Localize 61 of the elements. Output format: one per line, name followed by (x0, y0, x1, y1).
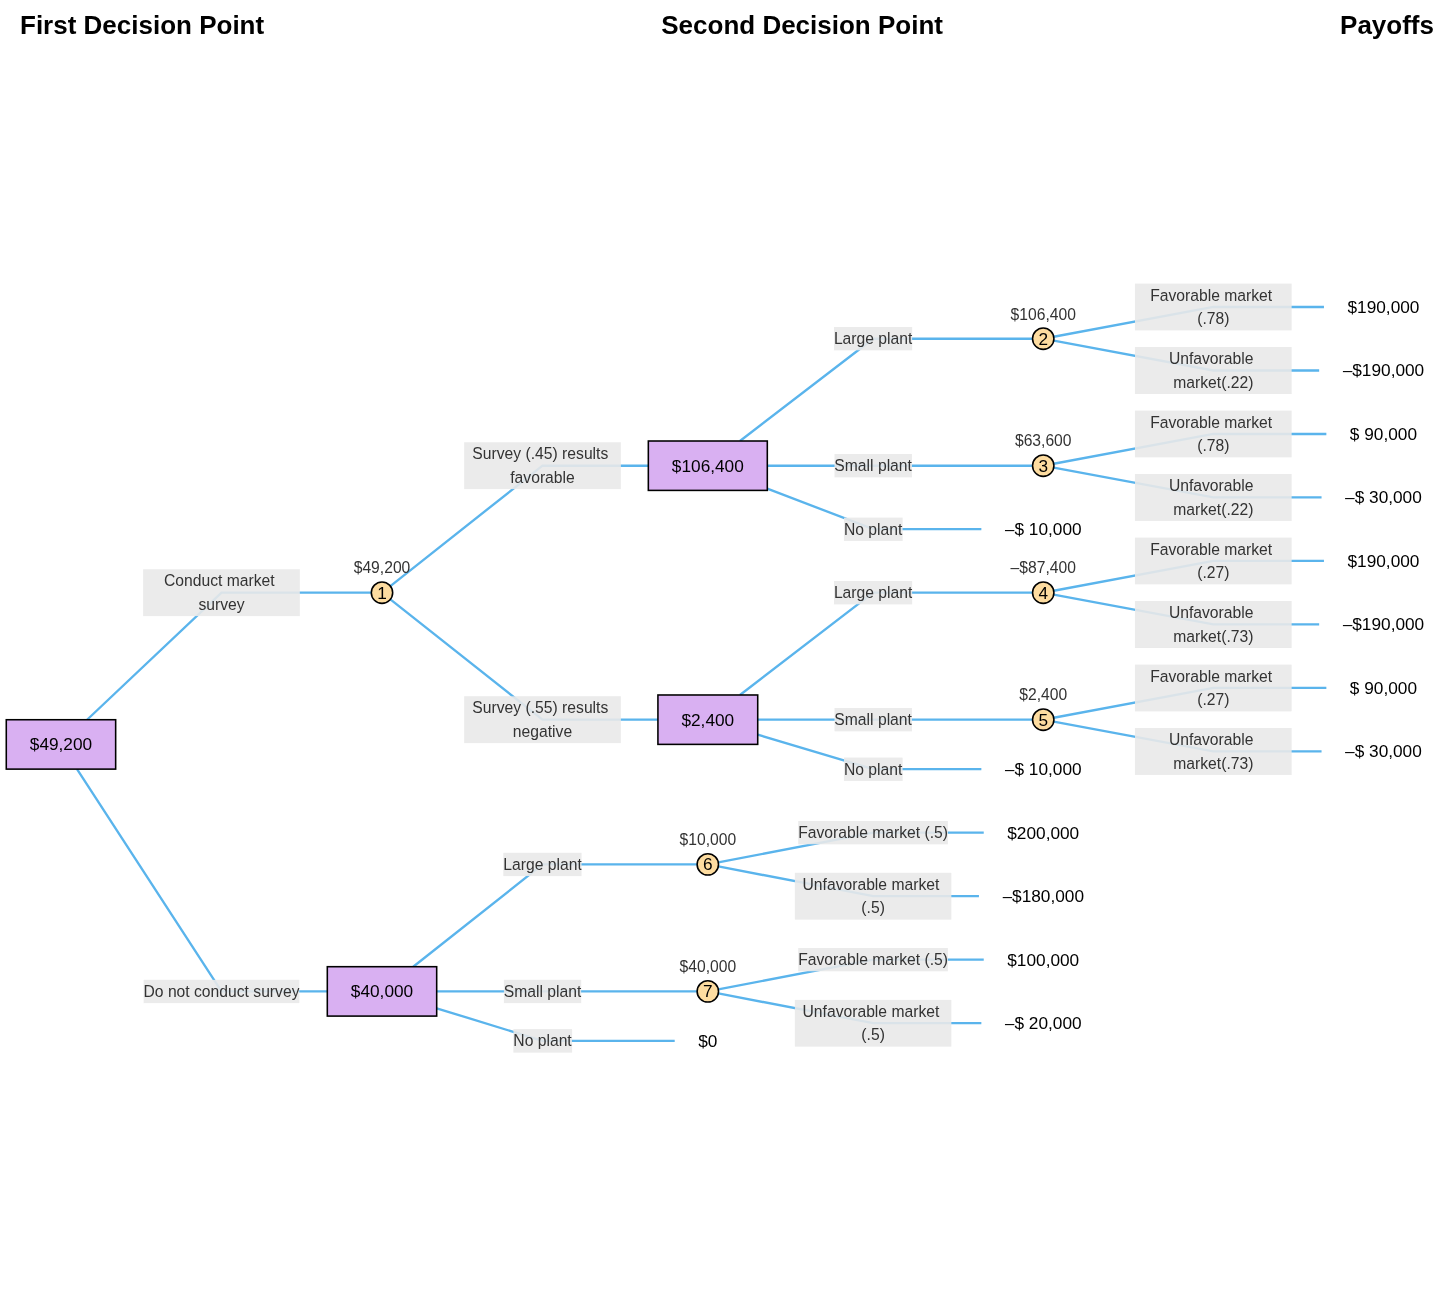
decision-box: $49,200 (5, 719, 117, 770)
expected-value: $40,000 (679, 958, 737, 976)
payoff-value: $100,000 (1007, 949, 1080, 970)
payoff-value: –$ 30,000 (1345, 741, 1422, 762)
payoff-value: $190,000 (1347, 297, 1420, 317)
payoff-value: $ 90,000 (1349, 424, 1417, 444)
edge-label: Unfavorable market (.5) (802, 1002, 940, 1044)
edge-label: Large plant (833, 330, 913, 348)
chance-node: 6 (696, 853, 720, 876)
payoff-value: –$180,000 (1002, 886, 1084, 907)
chance-node: 7 (696, 980, 720, 1003)
edge-label: No plant (843, 760, 903, 778)
decision-box: $2,400 (657, 694, 759, 746)
expected-value: $10,000 (679, 831, 737, 849)
payoff-value: –$ 10,000 (1004, 759, 1082, 780)
chance-node: 5 (1031, 708, 1055, 732)
expected-value: $63,600 (1014, 432, 1072, 450)
payoff-value: –$190,000 (1342, 360, 1425, 381)
chance-node: 2 (1031, 327, 1055, 351)
edge-label: Survey (.45) results favorable (472, 445, 609, 487)
edge-label: Favorable market (.27) (1150, 540, 1273, 582)
edge-label: Unfavorable market(.73) (1168, 731, 1254, 772)
edge-label: Unfavorable market(.22) (1168, 350, 1254, 391)
edge-label: Small plant (834, 457, 912, 475)
edge-label: Small plant (834, 711, 912, 729)
chance-node: 1 (370, 581, 394, 605)
edge-label: Favorable market (.5) (798, 951, 949, 969)
payoff-value: $190,000 (1347, 551, 1420, 571)
expected-value: $106,400 (1010, 305, 1076, 323)
edge-label: Favorable market (.78) (1150, 286, 1273, 328)
decision-box: $40,000 (326, 966, 438, 1017)
column-heading: First Decision Point (20, 10, 265, 41)
payoff-value: $0 (698, 1031, 718, 1051)
column-heading: Payoffs (1340, 10, 1434, 41)
edge-label: Favorable market (.78) (1150, 413, 1273, 455)
edge-label: Large plant (833, 584, 913, 602)
edge-label: Small plant (503, 982, 582, 1001)
decision-box: $106,400 (647, 440, 769, 492)
payoff-value: $200,000 (1007, 822, 1080, 843)
payoff-value: –$ 20,000 (1004, 1013, 1082, 1033)
edge-label: Favorable market (.27) (1150, 667, 1273, 709)
expected-value: $2,400 (1019, 686, 1068, 704)
expected-value: –$87,400 (1010, 559, 1076, 577)
payoff-value: $ 90,000 (1349, 678, 1417, 698)
edge-label: Large plant (503, 855, 582, 874)
edge-label: No plant (513, 1032, 572, 1050)
edge-label: Unfavorable market (.5) (802, 875, 940, 917)
edge-label: Favorable market (.5) (798, 824, 949, 842)
edge-label: No plant (843, 520, 903, 538)
chance-node: 4 (1031, 581, 1055, 605)
expected-value: $49,200 (353, 559, 411, 577)
payoff-value: –$190,000 (1342, 614, 1425, 635)
edge-label: Unfavorable market(.73) (1168, 604, 1254, 645)
edge-label: Do not conduct survey (143, 982, 300, 1001)
edge-label: Conduct market survey (163, 572, 275, 614)
chance-node: 3 (1031, 454, 1055, 478)
edge-label: Unfavorable market(.22) (1168, 477, 1254, 518)
payoff-value: –$ 30,000 (1345, 487, 1422, 508)
edge-label: Survey (.55) results negative (472, 699, 609, 741)
payoff-value: –$ 10,000 (1004, 519, 1082, 540)
column-heading: Second Decision Point (661, 10, 943, 41)
